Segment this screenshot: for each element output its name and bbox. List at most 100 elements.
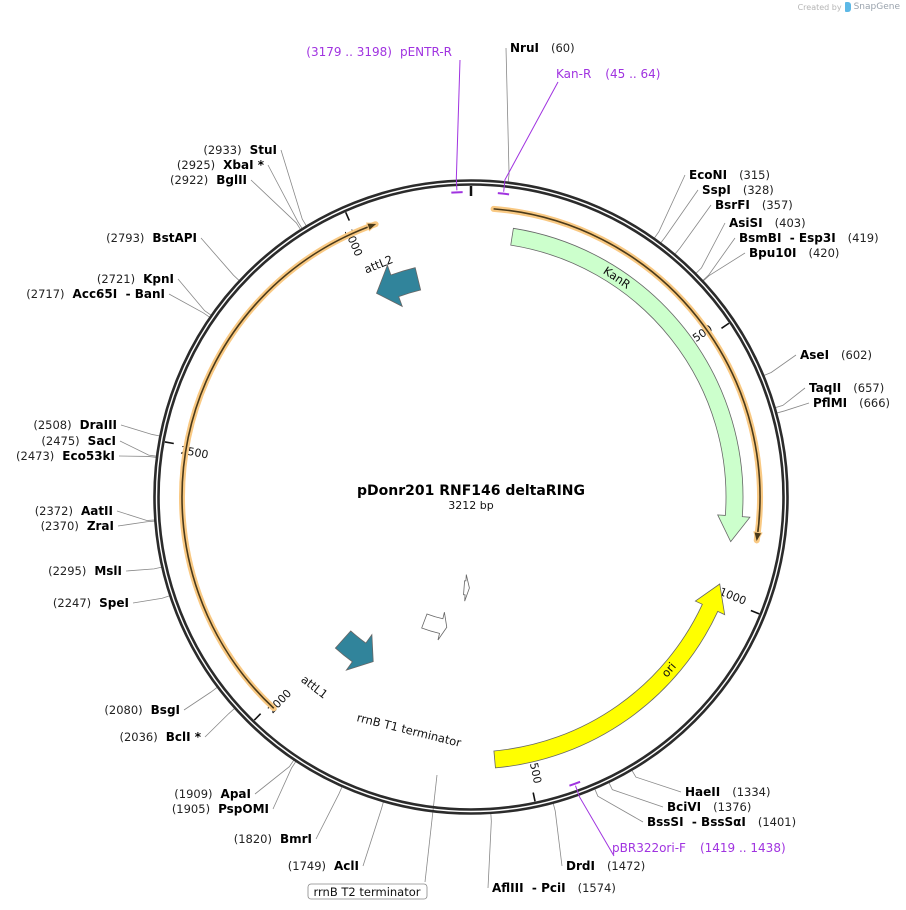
enzyme-site[interactable]: (2717)Acc65I - BanI — [26, 287, 165, 301]
primer[interactable]: pBR322ori-F (1419 .. 1438) — [612, 841, 786, 855]
enzyme-site[interactable]: (1820)BmrI — [234, 832, 312, 846]
enzyme-site[interactable]: (2473)Eco53kI — [16, 449, 115, 463]
enzyme-leader-line — [183, 686, 218, 711]
enzyme-site[interactable]: (2721)KpnI — [97, 272, 174, 286]
primer[interactable]: Kan-R(45 .. 64) — [556, 67, 660, 81]
enzyme-position: (2508) — [33, 418, 71, 432]
enzyme-name: SpeI — [99, 596, 129, 610]
enzyme-position: (1749) — [288, 859, 326, 873]
enzyme-leader-line — [594, 788, 644, 823]
enzyme-site[interactable]: (2036)BclI * — [119, 730, 201, 744]
enzyme-position: (666) — [859, 396, 890, 410]
enzyme-name: TaqII — [809, 381, 841, 395]
enzyme-site[interactable]: NruI(60) — [510, 41, 575, 55]
enzyme-leader-line — [702, 237, 736, 281]
feature-attl2[interactable] — [376, 264, 422, 308]
enzyme-site[interactable]: TaqII(657) — [809, 381, 884, 395]
feature-attl1[interactable] — [334, 630, 374, 671]
svg-text:BsrFI(357): BsrFI (357) — [715, 198, 793, 212]
enzyme-leader-line — [660, 189, 699, 244]
primer-name: Kan-R — [556, 67, 591, 81]
tick-mark — [750, 609, 760, 615]
enzyme-site[interactable]: (2370)ZraI — [41, 519, 114, 533]
feature-kanr[interactable] — [510, 227, 751, 543]
enzyme-position: (60) — [551, 41, 575, 55]
svg-text:BsmBI - Esp3I(419): BsmBI - Esp3I(419) — [739, 231, 879, 245]
enzyme-site[interactable]: (2922) BglII — [170, 173, 247, 187]
enzyme-name: ZraI — [87, 519, 114, 533]
leader-rrnb-t2 — [424, 774, 438, 883]
enzyme-position: (357) — [762, 198, 793, 212]
enzyme-site[interactable]: SspI(328) — [702, 183, 774, 197]
orf-line — [181, 223, 376, 709]
enzyme-name: DrdI — [566, 859, 595, 873]
feature-ori[interactable] — [493, 583, 726, 769]
svg-text:BciVI(1376): BciVI(1376) — [667, 800, 751, 814]
snapgene-logo-icon — [844, 2, 851, 12]
orf-arcs — [179, 205, 763, 712]
enzyme-site[interactable]: BciVI(1376) — [667, 800, 751, 814]
enzyme-name: KpnI — [143, 272, 174, 286]
enzyme-site[interactable]: (2372)AatII — [35, 504, 113, 518]
enzyme-leader-line — [763, 354, 797, 376]
enzyme-site[interactable]: AsiSI(403) — [729, 216, 806, 230]
enzyme-site[interactable]: AflIII - PciI(1574) — [492, 881, 616, 895]
enzyme-position: (2922) — [170, 173, 208, 187]
enzyme-site[interactable]: DrdI(1472) — [566, 859, 645, 873]
enzyme-site[interactable]: PflMI(666) — [813, 396, 890, 410]
enzyme-site[interactable]: HaeII(1334) — [685, 785, 770, 799]
enzyme-leader-line — [132, 595, 170, 604]
enzyme-site[interactable]: EcoNI(315) — [689, 168, 770, 182]
enzyme-site[interactable]: (2080)BsgI — [104, 703, 180, 717]
enzyme-site[interactable]: (2475)SacI — [41, 434, 116, 448]
enzyme-name: SspI — [702, 183, 731, 197]
enzyme-leader-line — [702, 252, 746, 282]
enzyme-site[interactable]: BssSI - BssSαI(1401) — [647, 815, 796, 829]
enzyme-position: (420) — [808, 246, 839, 260]
enzyme-site[interactable]: (2925)XbaI * — [177, 158, 265, 172]
svg-text:(2925)XbaI *: (2925)XbaI * — [177, 158, 265, 172]
primer[interactable]: (3179 .. 3198)pENTR-R — [306, 45, 452, 59]
feature-rrnb-t2[interactable] — [463, 574, 470, 602]
enzyme-site[interactable]: (2793)BstAPI — [106, 231, 197, 245]
enzyme-site[interactable]: (2295)MslI — [48, 564, 122, 578]
feature-label-rrnb-t1: rrnB T1 terminator — [355, 710, 462, 750]
enzyme-name: BssSI - BssSαI — [647, 815, 746, 829]
enzyme-site[interactable]: AseI(602) — [800, 348, 872, 362]
enzyme-site[interactable]: (1749)AclI — [288, 859, 359, 873]
enzyme-name: Acc65I - BanI — [73, 287, 165, 301]
primer-binding-arc — [569, 780, 581, 787]
enzyme-position: (2080) — [104, 703, 142, 717]
primer-range: (1419 .. 1438) — [700, 841, 786, 855]
enzyme-leader-line — [200, 237, 240, 281]
plasmid-backbone — [153, 179, 789, 815]
tick-mark — [344, 212, 351, 221]
primer-name: pBR322ori-F — [612, 841, 686, 855]
svg-text:(2473)Eco53kI: (2473)Eco53kI — [16, 449, 115, 463]
enzyme-leader-line — [120, 424, 161, 437]
enzyme-name: BsrFI — [715, 198, 750, 212]
backbone-outer-strand — [153, 179, 789, 815]
enzyme-site[interactable]: BsrFI (357) — [715, 198, 793, 212]
enzyme-leader-line — [695, 222, 726, 274]
enzyme-site[interactable]: (2933)StuI — [203, 143, 277, 157]
svg-text:(1909)ApaI: (1909)ApaI — [174, 787, 251, 801]
backbone-inner-strand — [157, 183, 785, 811]
enzyme-site[interactable]: (2247)SpeI — [53, 596, 129, 610]
enzyme-site[interactable]: (2508)DraIII — [33, 418, 117, 432]
enzyme-site[interactable]: (1909)ApaI — [174, 787, 251, 801]
primer-leader-line — [574, 785, 615, 857]
enzyme-leader-line — [204, 708, 235, 738]
svg-text:HaeII(1334): HaeII(1334) — [685, 785, 770, 799]
tick-mark — [532, 792, 536, 802]
enzyme-leader-line — [168, 293, 211, 318]
enzyme-site[interactable]: Bpu10I(420) — [749, 246, 839, 260]
enzyme-leader-line — [177, 278, 212, 316]
enzyme-site[interactable]: BsmBI - Esp3I(419) — [739, 231, 879, 245]
enzyme-site[interactable]: (1905)PspOMI — [172, 802, 269, 816]
tick-mark — [253, 713, 262, 721]
enzyme-name: BglII — [216, 173, 247, 187]
feature-rrnb-t1[interactable] — [421, 612, 448, 641]
enzyme-position: (2475) — [41, 434, 79, 448]
